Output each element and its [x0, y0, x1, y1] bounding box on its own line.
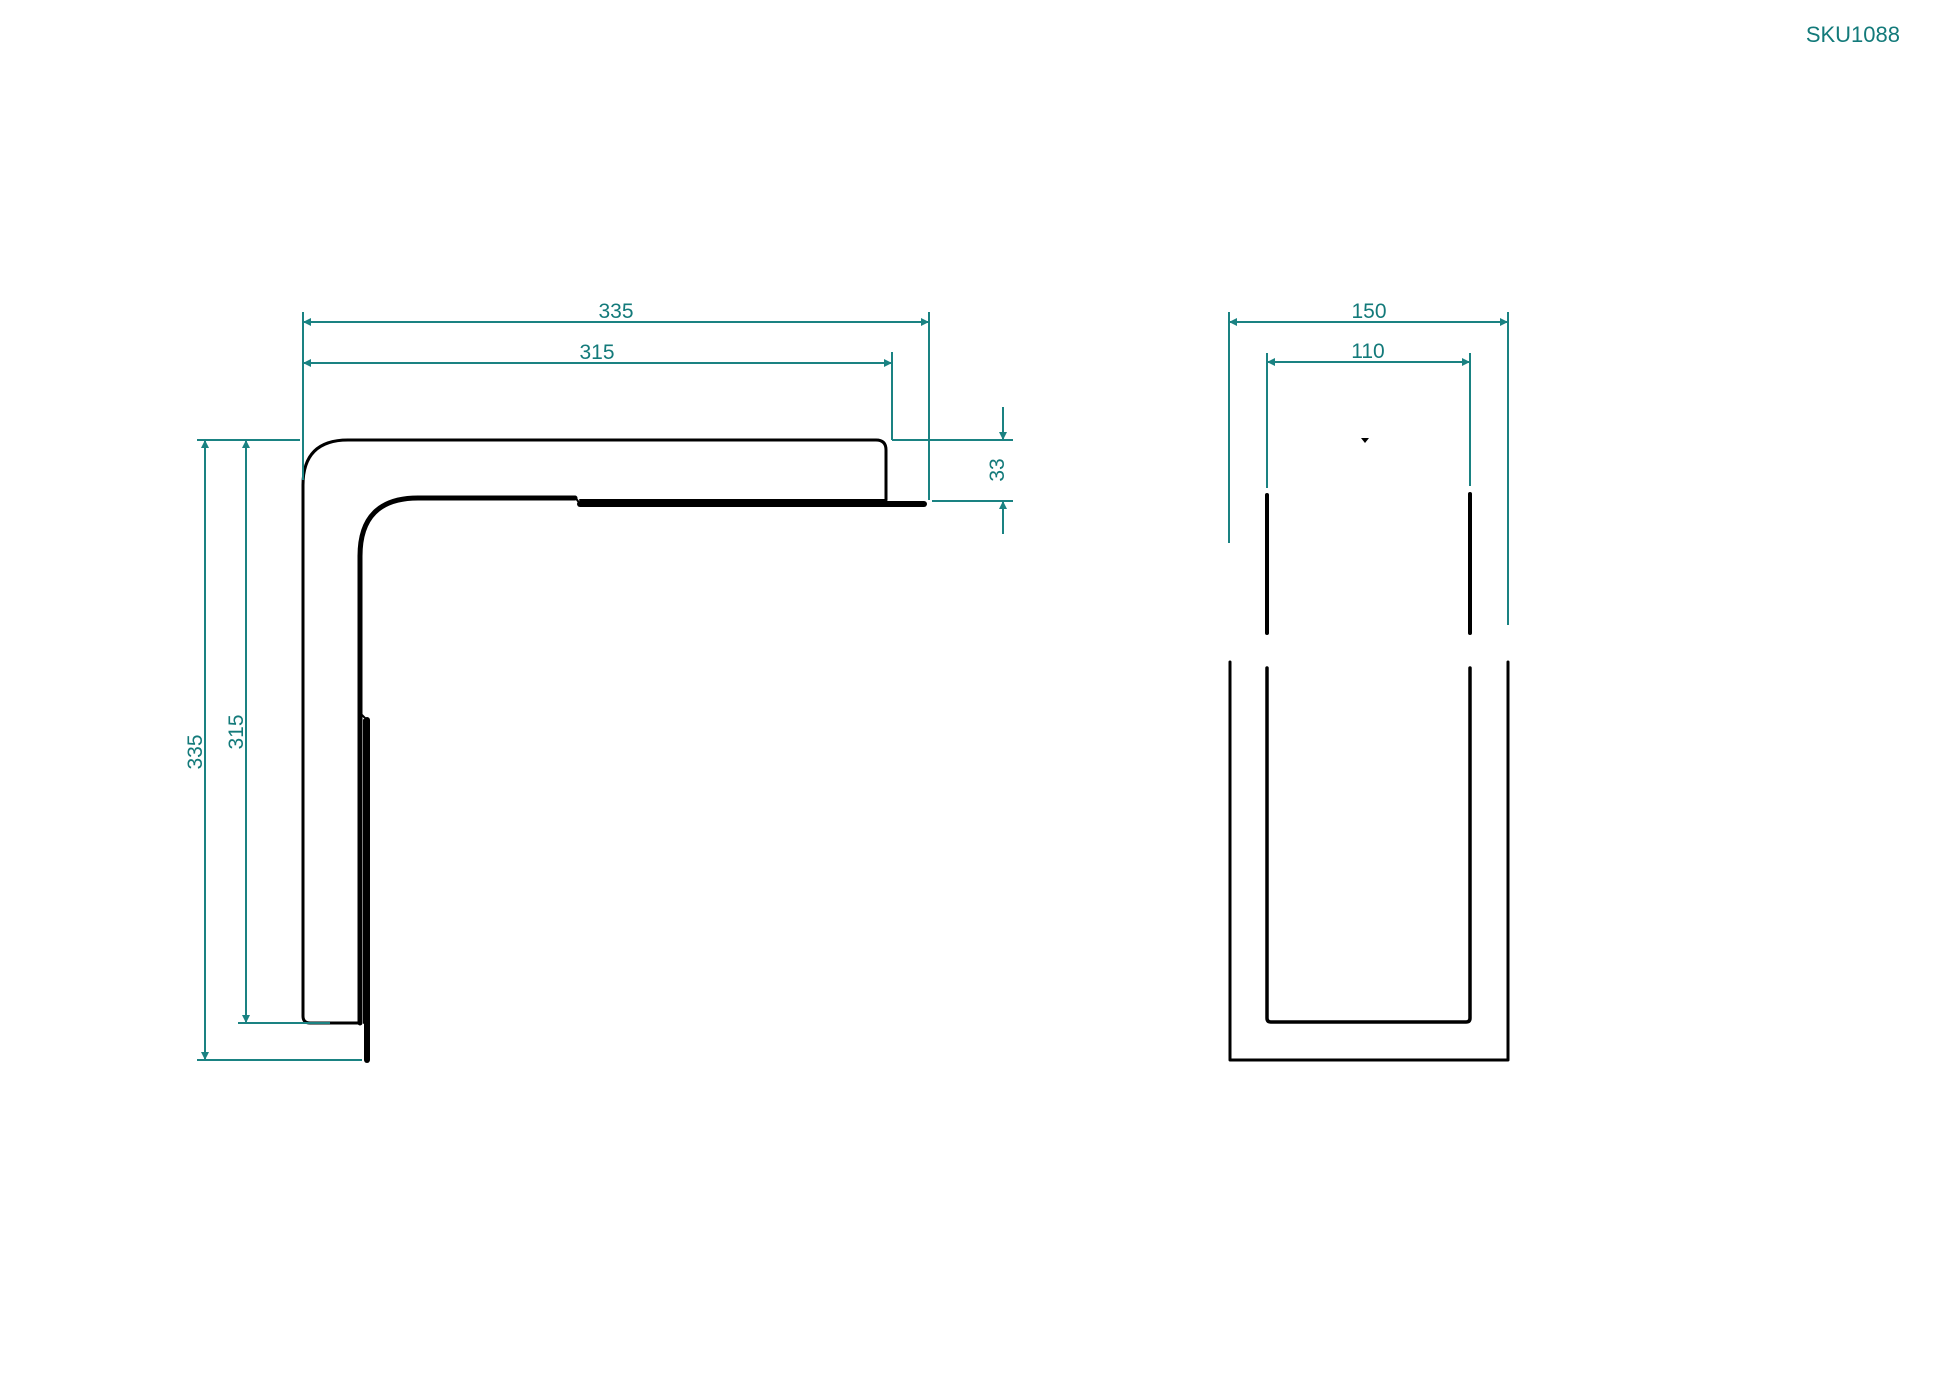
dim-thickness: 33	[892, 407, 1013, 534]
dim-front-overall-width: 150	[1228, 300, 1509, 625]
dim-text-315-height: 315	[225, 714, 248, 749]
front-view-part-outline	[1228, 438, 1510, 1062]
dim-overall-height: 335	[184, 439, 362, 1061]
dim-overall-width: 335	[302, 300, 930, 500]
dim-text-315-width: 315	[579, 341, 614, 364]
dim-text-335-width: 335	[598, 300, 633, 323]
side-view-part-outline	[301, 438, 927, 1063]
dim-text-335-height: 335	[184, 734, 207, 769]
front-view: 150 110	[1228, 300, 1510, 1062]
dim-inner-height: 315	[225, 440, 330, 1024]
dim-inner-width: 315	[303, 341, 893, 440]
dim-front-inner-width: 110	[1266, 340, 1471, 488]
dim-text-110: 110	[1351, 340, 1384, 363]
dim-text-150: 150	[1351, 300, 1386, 323]
center-mark	[1361, 438, 1369, 443]
side-view: 335 315 335 315 33	[184, 300, 1013, 1063]
sku-label: SKU1088	[1805, 22, 1900, 47]
dim-text-33: 33	[986, 458, 1009, 481]
